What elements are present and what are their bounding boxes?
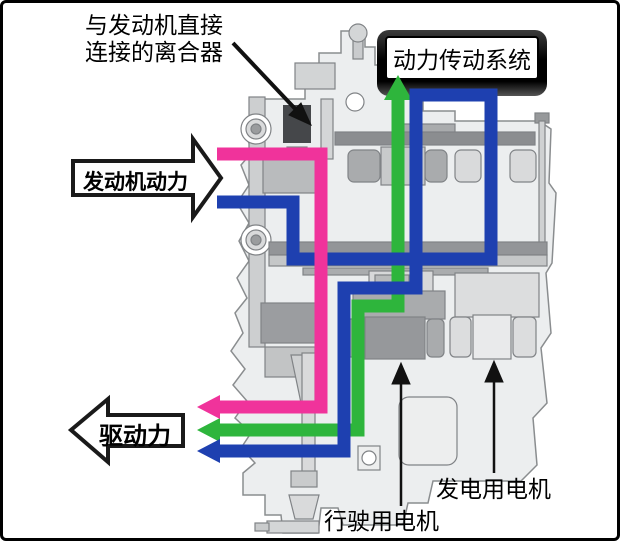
- motor-drive-flow-path: [197, 75, 412, 442]
- motor-flow-left-arrowhead: [197, 418, 220, 442]
- clutch-pointer-arrow: [231, 41, 313, 127]
- powertrain-system-label: 动力传动系统: [385, 36, 539, 80]
- drive-motor-pointer-arrow: [391, 361, 411, 506]
- drive-force-block-arrow: [67, 394, 185, 467]
- electrical-flow-left-arrowhead: [197, 439, 220, 463]
- engine-power-block-arrow: [71, 132, 224, 224]
- powertrain-system-box: 动力传动系统: [377, 30, 547, 96]
- mechanical-flow-left-arrowhead: [197, 395, 220, 419]
- drive-force-label: 驱动力: [99, 423, 171, 450]
- drive-motor-label: 行驶用电机: [324, 508, 439, 534]
- generator-motor-label: 发电用电机: [436, 476, 551, 502]
- motor-flow-up-arrowhead: [384, 75, 412, 100]
- engine-power-label: 发动机动力: [83, 171, 188, 194]
- mechanical-drive-flow-path: [197, 147, 328, 419]
- generator-pointer-arrow: [484, 359, 504, 473]
- power-flow-paths: [197, 75, 498, 463]
- clutch-label-line1: 与发动机直接: [85, 12, 223, 38]
- annotation-arrows: [67, 41, 504, 506]
- clutch-label-line2: 连接的离合器: [85, 39, 223, 66]
- electrical-transmission-flow-path: [197, 88, 498, 463]
- clutch-label: 与发动机直接 连接的离合器: [61, 12, 247, 66]
